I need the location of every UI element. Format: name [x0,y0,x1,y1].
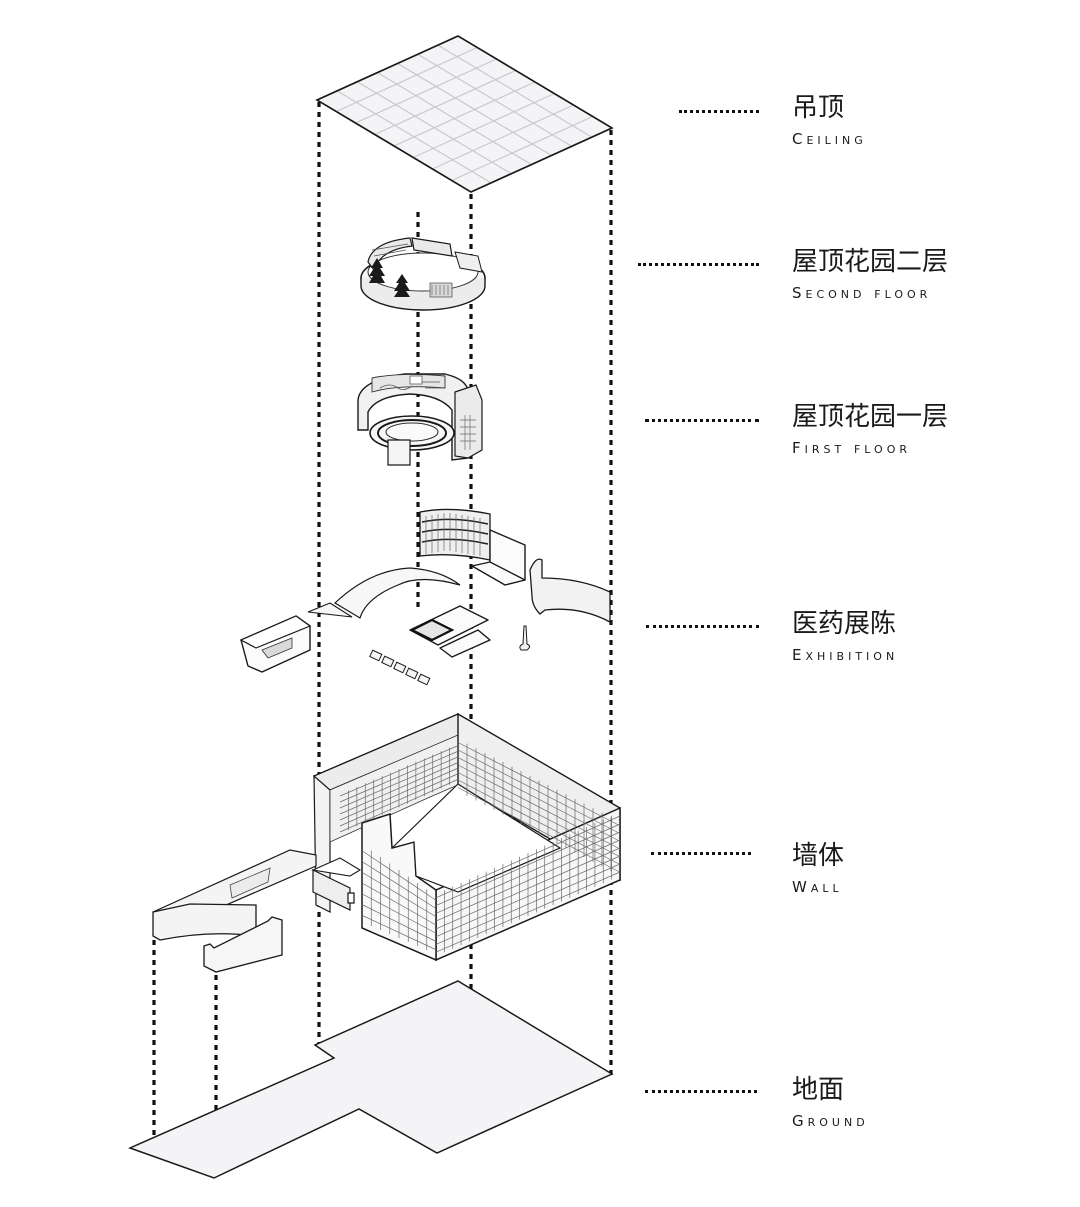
window-transom [339,773,459,827]
ceiling-grid-line [336,46,478,113]
ceiling-grid-line [437,44,593,138]
window-transom [435,871,621,953]
ceiling-grid-line [417,53,573,147]
window-transom [361,861,437,909]
window-transom [457,787,621,873]
window-transom [339,779,459,833]
label-cn: 地面 [792,1075,845,1105]
window-transom [435,847,621,930]
window-transom [361,850,437,901]
ceiling-grid-line [374,69,516,136]
leader-line-second-floor [638,263,759,266]
leader-line-ceiling [679,110,759,113]
window-transom [457,779,621,865]
label-en: Exhibition [792,646,899,664]
ceiling-grid-line [397,62,552,156]
label-en: Wall [792,878,843,896]
second-floor-layer [360,237,486,311]
ceiling-grid-line [355,58,497,124]
leader-line-ground [645,1090,757,1093]
ceiling-grid-line [336,90,492,184]
window-transom [339,767,459,821]
ceiling-layer [315,35,614,193]
ceiling-grid-line [451,115,593,182]
ceiling-grid-line [356,81,512,175]
label-cn: 屋顶花园二层 [792,247,949,277]
label-cn: 屋顶花园一层 [792,402,949,432]
window-transom [457,757,621,842]
label-ceiling: 吊顶 Ceiling [792,92,867,150]
window-transom [361,882,437,926]
window-transom [457,742,621,827]
tree-icon [369,258,410,297]
window-transom [457,772,621,858]
leader-line-wall [651,852,751,855]
label-en: Ground [792,1112,869,1130]
display-blocks [369,649,431,686]
first-floor-layer [357,373,483,466]
label-cn: 吊顶 [792,93,845,123]
window-transom [339,745,459,797]
window-transom [339,750,459,803]
label-wall: 墙体 Wall [792,840,844,898]
ceiling-grid [336,44,593,184]
label-en: Ceiling [792,130,867,148]
label-en: Second floor [792,284,932,302]
exhibition-layer [239,508,611,686]
window-transom [361,914,437,951]
ceiling-grid-line [432,104,574,170]
ceiling-grid-line [393,81,536,147]
window-transom [457,749,621,834]
window-transom [361,904,437,942]
label-cn: 墙体 [792,841,845,871]
label-ground: 地面 Ground [792,1074,869,1132]
window-transom [339,756,459,809]
ceiling-grid-line [413,92,555,159]
window-transom [435,839,621,922]
leader-line-exhibition [646,625,759,628]
ground-layer [127,980,614,1179]
window-transom [457,764,621,850]
window-transom [435,863,621,945]
label-cn: 医药展陈 [792,609,897,639]
window-transom [339,762,459,815]
label-second-floor: 屋顶花园二层 Second floor [792,246,948,304]
window-grids [339,742,621,953]
window-transom [435,823,621,906]
label-first-floor: 屋顶花园一层 First floor [792,401,948,459]
wall-layer [152,712,621,973]
window-transom [361,871,437,918]
window-transom [435,855,621,937]
label-exhibition: 医药展陈 Exhibition [792,608,898,666]
label-en: First floor [792,439,912,457]
ceiling-grid-line [377,72,532,166]
window-transom [361,893,437,934]
window-transom [435,815,621,899]
leader-line-first-floor [645,419,759,422]
window-transom [435,831,621,914]
